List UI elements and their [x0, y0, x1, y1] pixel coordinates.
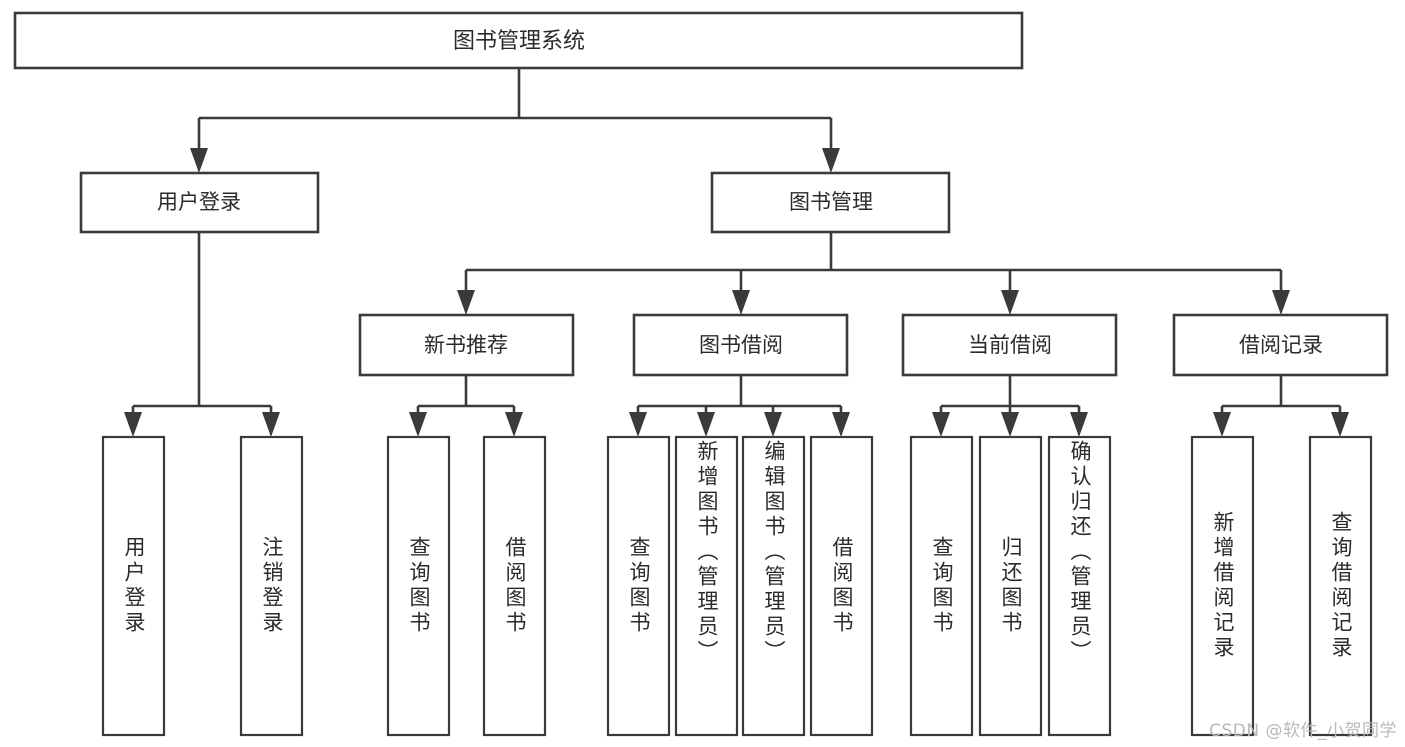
arrow-head-recommend-leaf-1	[409, 412, 427, 437]
leaf-box-borrow-edit-book[interactable]	[741, 435, 806, 737]
csdn-watermark: CSDN @软件_小贺同学	[1209, 721, 1397, 741]
edges-group	[124, 68, 1349, 437]
leaf-box-borrow-query-book[interactable]	[606, 435, 671, 737]
node-user-login[interactable]: 用户登录	[79, 171, 320, 234]
node-new-book-recommend-box[interactable]	[358, 313, 575, 377]
arrow-head-leaf-user-login	[124, 412, 142, 437]
node-borrow-record-box[interactable]	[1172, 313, 1389, 377]
leaf-box-recommend-query-book[interactable]	[386, 435, 451, 737]
node-book-management-label: 图书管理	[789, 190, 873, 214]
node-root-system-label: 图书管理系统	[453, 29, 585, 54]
arrow-head-record-leaf-1	[1213, 412, 1231, 437]
arrow-head-user-login	[190, 148, 208, 173]
node-book-borrow-box[interactable]	[632, 313, 849, 377]
node-current-borrow[interactable]: 当前借阅	[901, 313, 1118, 377]
arrow-head-new-book-recommend	[457, 290, 475, 315]
arrow-head-book-mgmt	[822, 148, 840, 173]
arrow-head-recommend-leaf-2	[505, 412, 523, 437]
leaf-box-logout[interactable]	[239, 435, 304, 737]
leaf-box-record-query[interactable]	[1308, 435, 1373, 737]
leaf-box-record-add[interactable]	[1190, 435, 1255, 737]
arrow-head-borrow-leaf-1	[629, 412, 647, 437]
leaf-box-borrow-borrow-book[interactable]	[809, 435, 874, 737]
node-user-login-box[interactable]	[79, 171, 320, 234]
arrow-head-borrow-leaf-2	[697, 412, 715, 437]
arrow-head-record-leaf-2	[1331, 412, 1349, 437]
leaf-box-recommend-borrow-book[interactable]	[482, 435, 547, 737]
leaf-box-current-confirm-return[interactable]	[1047, 435, 1112, 737]
arrow-head-borrow-leaf-4	[832, 412, 850, 437]
arrow-head-borrow-leaf-3	[764, 412, 782, 437]
node-user-login-label: 用户登录	[157, 190, 241, 214]
leaf-boxes-group	[101, 435, 1373, 737]
node-book-management[interactable]: 图书管理	[710, 171, 951, 234]
node-borrow-record-label: 借阅记录	[1239, 333, 1323, 357]
node-book-management-box[interactable]	[710, 171, 951, 234]
node-root-system[interactable]: 图书管理系统	[13, 11, 1024, 70]
node-book-borrow-label: 图书借阅	[699, 333, 783, 357]
node-new-book-recommend[interactable]: 新书推荐	[358, 313, 575, 377]
arrow-head-current-leaf-1	[932, 412, 950, 437]
arrow-head-book-borrow	[732, 290, 750, 315]
leaf-box-current-query-book[interactable]	[909, 435, 974, 737]
arrow-head-leaf-logout	[262, 412, 280, 437]
leaf-box-user-login[interactable]	[101, 435, 166, 737]
node-root-system-box[interactable]	[13, 11, 1024, 70]
leaf-box-borrow-add-book[interactable]	[674, 435, 739, 737]
node-new-book-recommend-label: 新书推荐	[424, 333, 508, 357]
node-borrow-record[interactable]: 借阅记录	[1172, 313, 1389, 377]
node-current-borrow-box[interactable]	[901, 313, 1118, 377]
arrow-head-current-borrow	[1001, 290, 1019, 315]
arrow-head-borrow-record	[1272, 290, 1290, 315]
arrow-head-current-leaf-2	[1001, 412, 1019, 437]
node-book-borrow[interactable]: 图书借阅	[632, 313, 849, 377]
node-current-borrow-label: 当前借阅	[968, 333, 1052, 357]
leaf-box-current-return-book[interactable]	[978, 435, 1043, 737]
arrow-head-current-leaf-3	[1070, 412, 1088, 437]
